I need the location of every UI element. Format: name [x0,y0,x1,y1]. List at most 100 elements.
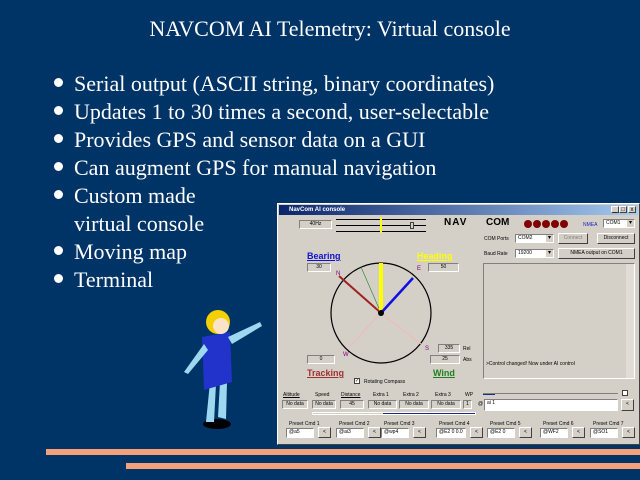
bearing-label: Bearing [307,251,341,261]
tracking-needle [338,275,382,314]
terminal-scrollbar[interactable] [626,264,634,378]
maximize-button[interactable]: □ [619,206,627,213]
nmea-output-button[interactable]: NMEA output on COM1 [558,248,635,259]
terminal-output[interactable]: >Control changed! Now under AI control [483,263,635,379]
send-command-button[interactable]: < [621,399,634,411]
preset-label: Preset Cmd 1 [289,421,320,427]
rotating-compass-label: Rotating Compass [364,379,406,385]
status-led [542,220,550,228]
wind-needle [380,277,414,314]
com-logo: COM [486,217,510,228]
heading-field: 50 [428,263,459,272]
status-led [533,220,541,228]
preset-label: Preset Cmd 7 [593,421,624,427]
stat-label-extra3: Extra 3 [435,392,451,398]
option-checkbox[interactable] [622,390,628,396]
compass-s: S [425,346,429,352]
stat-extra1: No data [368,400,397,409]
preset-send-button[interactable]: < [413,427,426,438]
compass-w: W [343,352,349,358]
bullet: Updates 1 to 30 times a second, user-sel… [52,98,494,126]
compass-e: E [417,266,421,272]
terminal-line: >Control changed! Now under AI control [486,361,575,367]
preset-send-button[interactable]: < [622,427,635,438]
progress-bar [312,412,476,415]
compass-line-w [348,312,382,348]
baud-rate-label: Baud Rate [484,251,508,257]
stat-label-distance: Distance [341,392,361,398]
slide-title: NAVCOM AI Telemetry: Virtual console [149,16,511,41]
close-button[interactable]: x [628,206,636,213]
preset-input[interactable]: @a5 [286,428,314,438]
preset-send-button[interactable]: < [572,427,585,438]
stat-wp: 1 [463,400,472,409]
wind-abs-field: 25 [430,355,460,364]
bullet: Moving map [52,238,494,266]
disconnect-button[interactable]: Disconnect [597,233,635,244]
status-led [560,220,568,228]
progress-bar-small [483,393,618,395]
compass: N E W S [330,262,432,364]
connect-button[interactable]: Connect [558,233,588,244]
com-port-select[interactable]: COM2 [515,234,554,243]
preset-label: Preset Cmd 4 [439,421,470,427]
compass-line-s [380,312,422,345]
com-ports-label: COM Ports [484,236,509,242]
rel-label: Rel [463,346,471,352]
preset-label: Preset Cmd 2 [339,421,370,427]
preset-input[interactable]: @SO1 [590,428,618,438]
status-led [551,220,559,228]
stat-label-speed: Speed [315,392,330,398]
preset-input[interactable]: @E2 0 [487,428,515,438]
nmea-port-select[interactable]: COM1 [603,219,635,228]
accent-bar [126,463,640,469]
stat-distance: 45 [340,400,364,409]
anime-girl-illustration [184,310,262,429]
command-input[interactable]: ai 1 [484,399,618,411]
baud-rate-select[interactable]: 19200 [515,249,554,258]
bearing-needle [360,266,382,314]
abs-label: Abs [463,357,472,363]
preset-send-button[interactable]: < [470,427,483,438]
stat-speed: No data [312,400,336,409]
nmea-label: NMEA [583,222,598,228]
rate-slider[interactable] [336,217,426,233]
stat-label-extra2: Extra 2 [403,392,419,398]
command-prefix: @ [478,401,484,407]
stat-label-extra1: Extra 1 [373,392,389,398]
preset-send-button[interactable]: < [519,427,532,438]
heading-label: Heading [417,251,453,261]
minimize-button[interactable]: _ [611,206,619,213]
preset-input[interactable]: @WF2 [540,428,568,438]
bullet: Custom made [52,182,494,210]
wind-rel-field: 335 [438,344,460,353]
preset-input[interactable]: @wp4 [381,428,409,438]
bullet: Provides GPS and sensor data on a GUI [52,126,494,154]
compass-n: N [336,271,340,277]
stat-label-altitude: Altitude [283,392,300,398]
stat-altitude: No data [282,400,308,409]
rotating-compass-checkbox[interactable]: ✓ [354,378,360,384]
stat-extra2: No data [399,400,429,409]
status-led [524,220,532,228]
preset-send-button[interactable]: < [368,427,381,438]
preset-label: Preset Cmd 3 [384,421,415,427]
preset-input[interactable]: @E2 0 0.0 [436,428,466,438]
preset-send-button[interactable]: < [318,427,331,438]
tracking-field: 0 [307,355,335,364]
bullet-list: Serial output (ASCII string, binary coor… [52,70,494,294]
preset-input[interactable]: @ai3 [336,428,364,438]
preset-label: Preset Cmd 5 [490,421,521,427]
wind-label: Wind [433,368,455,378]
bullet: Serial output (ASCII string, binary coor… [52,70,494,98]
navcom-console-window: NavCom AI console _ □ x 40Hz NAV COM NME… [277,203,640,445]
preset-label: Preset Cmd 6 [543,421,574,427]
bullet-continuation: virtual console [74,211,205,236]
stat-extra3: No data [431,400,461,409]
rate-field: 40Hz [299,220,332,229]
title-bar[interactable]: NavCom AI console [279,205,638,215]
slider-thumb[interactable] [410,222,414,229]
bullet: Terminal [52,266,494,294]
nav-logo: NAV [444,217,468,228]
bearing-field: 30 [307,263,331,272]
